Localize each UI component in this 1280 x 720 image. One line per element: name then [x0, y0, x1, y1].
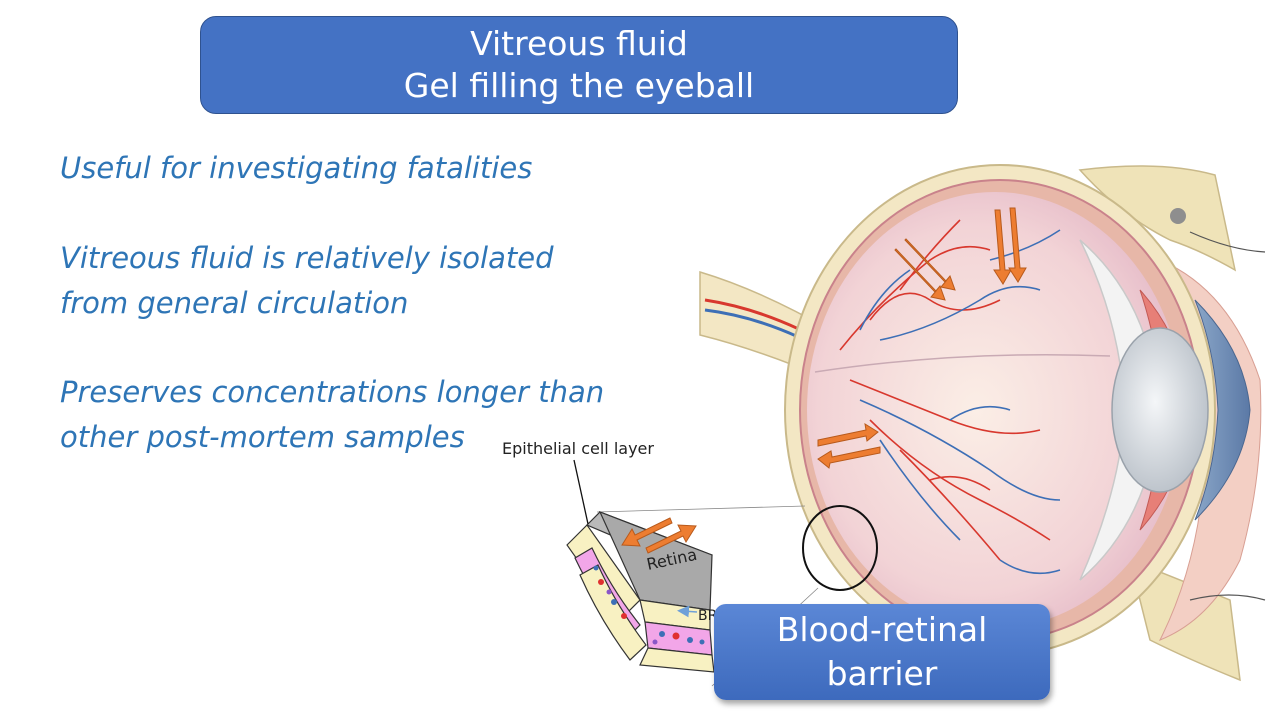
lens-region	[1079, 239, 1251, 581]
diffusion-arrows	[817, 207, 1027, 469]
magnification-line-top	[596, 505, 806, 513]
retinal-vessels	[839, 219, 1061, 575]
epithelial-pointer	[573, 459, 589, 525]
blood-retinal-barrier-callout: Blood-retinal barrier	[714, 604, 1050, 700]
barrier-line-1: Blood-retinal	[776, 610, 988, 649]
bullet-preserves: Preserves concentrations longer than oth…	[60, 370, 604, 460]
bullet-2-line-2: from general circulation	[60, 286, 409, 320]
barrier-line-2: barrier	[826, 654, 938, 693]
title-banner: Vitreous fluid Gel filling the eyeball	[200, 16, 958, 114]
title-line-2: Gel filling the eyeball	[403, 66, 755, 105]
bullet-1-line-1: Useful for investigating fatalities	[60, 151, 533, 185]
bullet-fatalities: Useful for investigating fatalities	[60, 146, 532, 191]
epithelial-label: Epithelial cell layer	[502, 439, 654, 458]
bullet-3-line-2: other post-mortem samples	[60, 420, 465, 454]
bullet-isolated: Vitreous fluid is relatively isolated fr…	[60, 236, 553, 326]
magnification-circle	[802, 505, 878, 591]
vitreous-body	[807, 192, 1183, 628]
bullet-3-line-1: Preserves concentrations longer than	[60, 375, 605, 409]
bullet-2-line-1: Vitreous fluid is relatively isolated	[60, 241, 554, 275]
inset-arrows	[621, 517, 697, 554]
brb-label: BR	[698, 608, 718, 624]
vitreous-divide	[814, 353, 1111, 373]
title-line-1: Vitreous fluid	[470, 24, 688, 63]
brb-pointer	[677, 605, 698, 618]
